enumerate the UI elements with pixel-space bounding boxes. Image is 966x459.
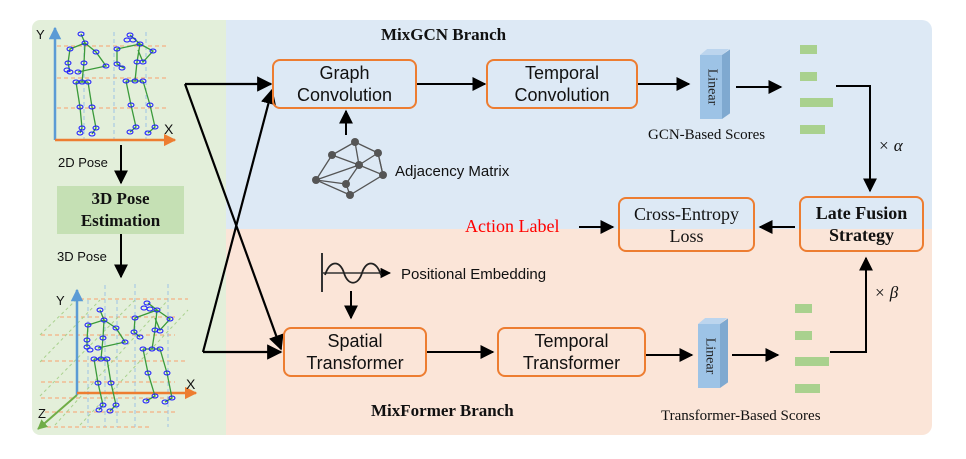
z-axis-3d — [37, 394, 78, 430]
transformer-arrows — [344, 291, 780, 362]
linear-front-face — [700, 55, 722, 119]
action-label: Action Label — [465, 216, 560, 236]
mixgcn-branch-panel — [226, 20, 932, 229]
adjacency-graph-icon — [312, 138, 387, 199]
gcn-score-bar — [800, 98, 833, 107]
joints-3d — [83, 300, 176, 414]
gcn-arrows — [339, 77, 877, 193]
transformer-linear-label: Linear — [702, 337, 717, 375]
spatial-transformer-line2: Transformer — [306, 353, 404, 373]
pose-2d-label: 2D Pose — [58, 155, 108, 170]
pose-estimation-line2: Estimation — [80, 211, 161, 230]
temporal-convolution-line1: Temporal — [524, 63, 600, 83]
transformer-scores-label: Transformer-Based Scores — [661, 408, 821, 424]
input-routing-arrows — [183, 76, 284, 360]
pose-2d-plot — [48, 26, 177, 147]
loss-line2: Loss — [669, 225, 704, 246]
alpha-weight-label: × α — [878, 136, 903, 155]
y-axis-label-2d: Y — [36, 27, 45, 42]
linear-front-face — [698, 324, 720, 388]
gcn-linear-label: Linear — [704, 68, 719, 106]
gcn-score-bar — [800, 72, 817, 81]
graph-convolution-block: Graph Convolution — [272, 59, 417, 109]
cross-entropy-loss-block: Cross-Entropy Loss — [618, 197, 755, 252]
graph-convolution-line1: Graph — [319, 63, 370, 83]
joints-2d — [63, 31, 159, 137]
transformer-linear-layer: Linear — [698, 318, 728, 388]
temporal-convolution-line2: Convolution — [514, 85, 610, 105]
positional-embedding-label: Positional Embedding — [401, 266, 547, 283]
x-axis-label-3d: X — [186, 376, 196, 392]
late-fusion-line1: Late Fusion — [815, 203, 908, 223]
x-axis-label-2d: X — [164, 121, 174, 137]
gcn-score-bar — [800, 45, 817, 54]
mixformer-branch-panel — [226, 229, 932, 435]
mixformer-branch-title: MixFormer Branch — [371, 401, 514, 420]
pose-3d-label: 3D Pose — [57, 249, 107, 264]
gcn-linear-layer: Linear — [700, 49, 730, 119]
temporal-transformer-block: Temporal Transformer — [497, 327, 646, 377]
beta-weight-label: × β — [874, 283, 899, 302]
z-axis-label-3d: Z — [38, 406, 46, 421]
skeleton-2d-left — [67, 33, 108, 135]
temporal-transformer-line2: Transformer — [522, 353, 621, 373]
pose-3d-plot — [37, 284, 198, 430]
spatial-transformer-block: Spatial Transformer — [283, 327, 427, 377]
late-fusion-line2: Strategy — [829, 225, 894, 245]
linear-side-face — [720, 318, 728, 388]
transformer-score-bar — [795, 304, 812, 313]
gcn-scores-label: GCN-Based Scores — [648, 127, 766, 143]
positional-embedding-icon — [321, 253, 392, 292]
skeleton-3d-right — [133, 302, 173, 403]
adjacency-matrix-label: Adjacency Matrix — [395, 163, 510, 180]
pose-estimation-block: 3D Pose Estimation — [57, 186, 184, 234]
temporal-convolution-block: Temporal Convolution — [486, 59, 638, 109]
late-fusion-strategy-block: Late Fusion Strategy — [799, 196, 924, 252]
pose-estimation-line1: 3D Pose — [91, 189, 150, 208]
spatial-transformer-line1: Spatial — [327, 331, 383, 351]
fusion-arrows — [579, 220, 873, 353]
transformer-score-bar — [795, 357, 829, 366]
transformer-score-bar — [795, 331, 812, 340]
loss-line1: Cross-Entropy — [634, 203, 739, 224]
linear-side-face — [722, 49, 730, 119]
mixgcn-branch-title: MixGCN Branch — [381, 25, 507, 44]
gcn-score-bar — [800, 125, 825, 134]
graph-convolution-line2: Convolution — [296, 85, 393, 105]
skeleton-2d-right — [116, 34, 156, 134]
y-axis-label-3d: Y — [56, 293, 65, 308]
temporal-transformer-line1: Temporal — [534, 331, 609, 351]
transformer-score-bar — [795, 384, 820, 393]
